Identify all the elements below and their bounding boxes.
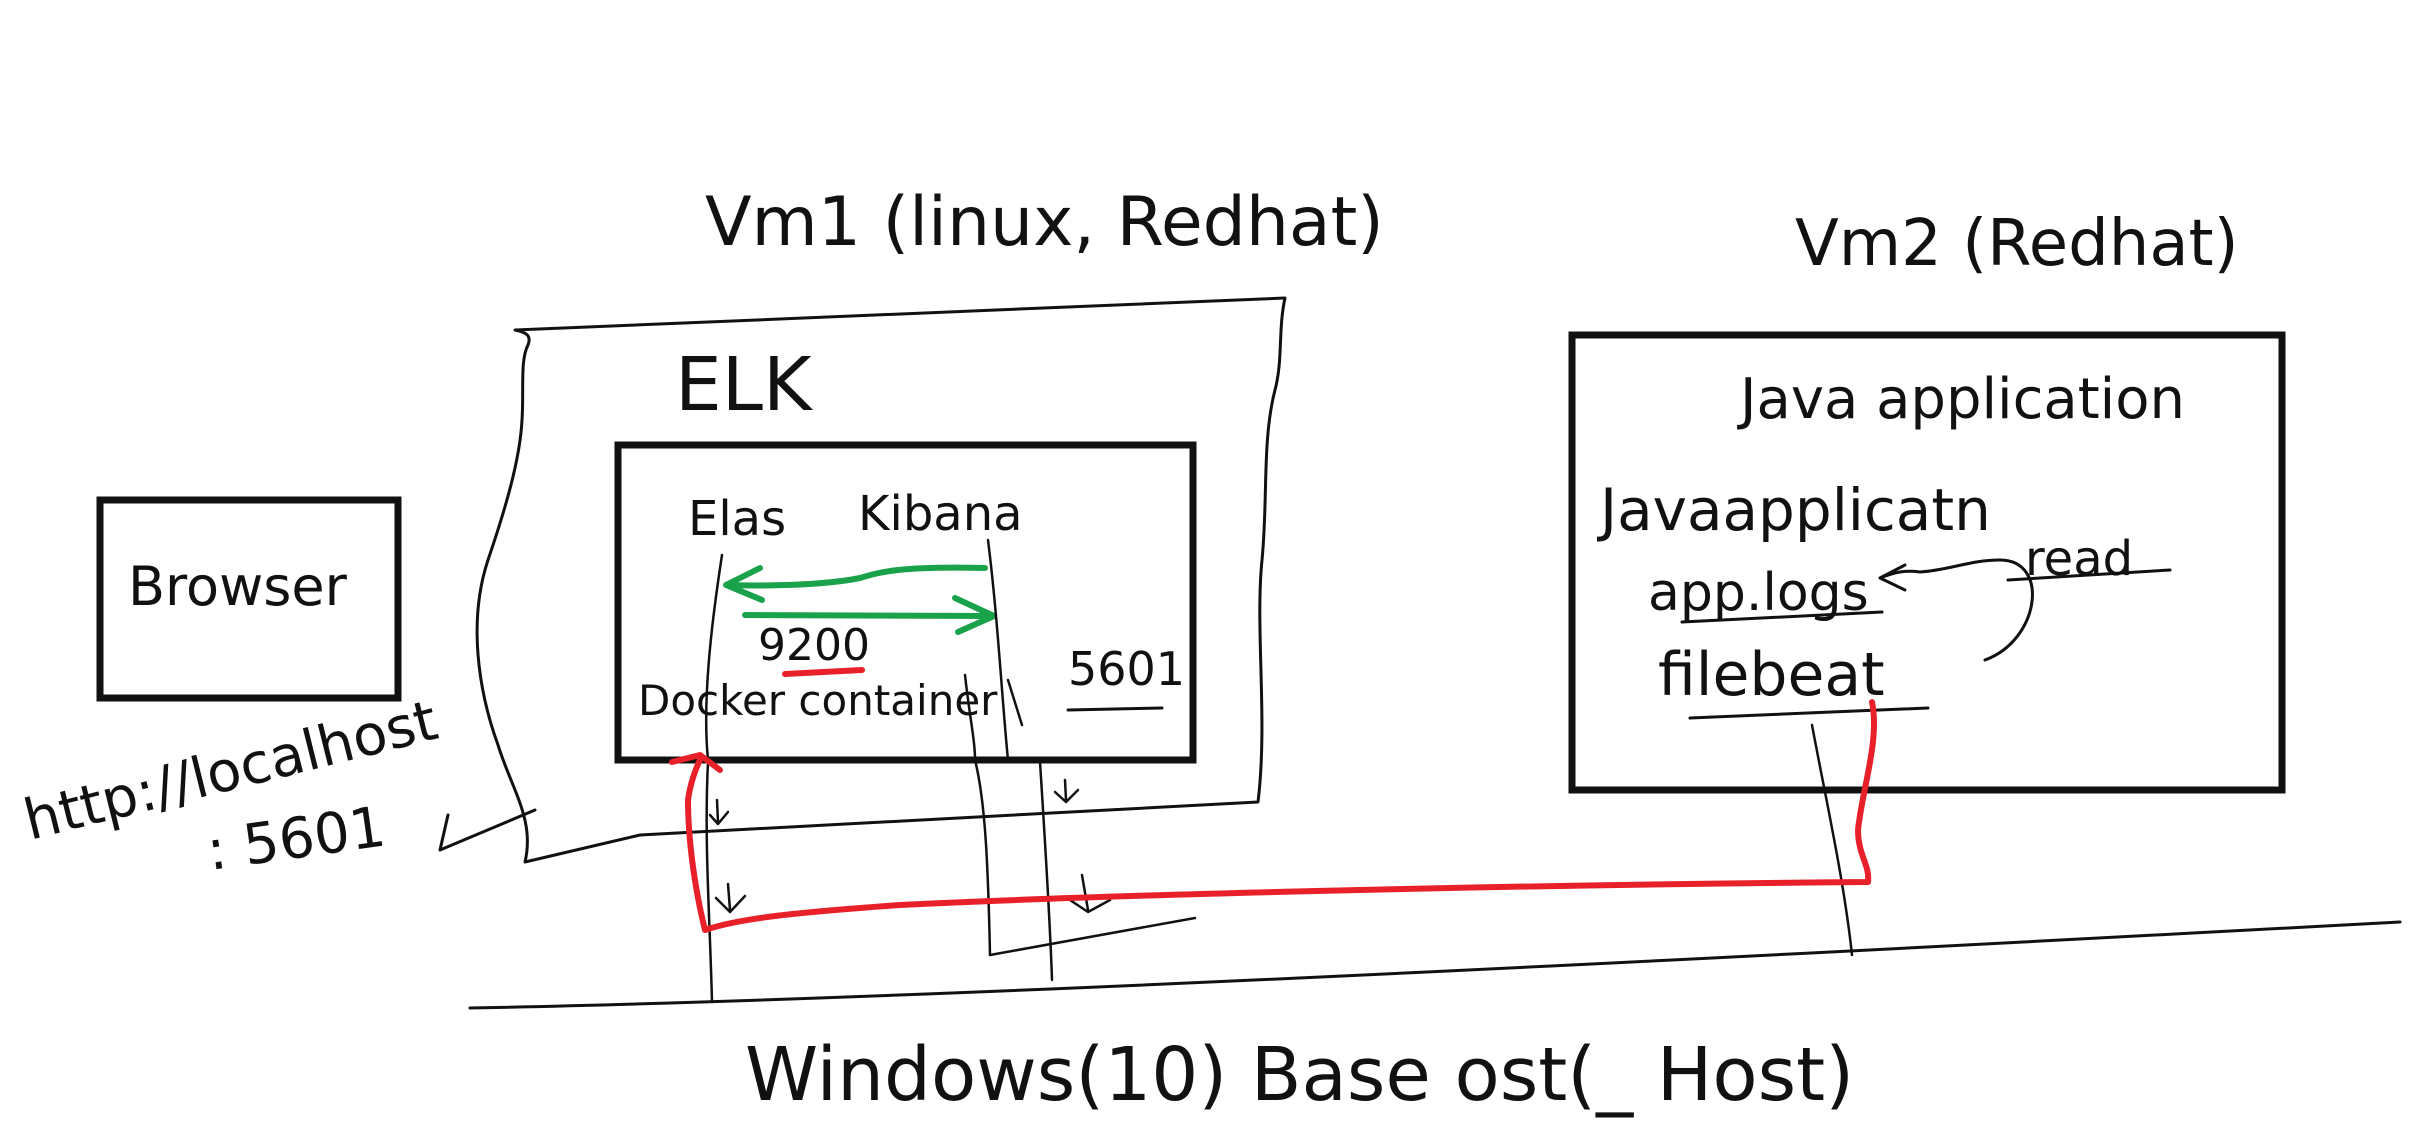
kibana-line [986,538,1010,762]
host-baseline [468,920,2402,1010]
filebeat-drop-line [1810,723,1854,957]
port-9200-label: 9200 [758,620,870,671]
down-arrow-3 [1053,778,1080,804]
container-inner-line-b [1006,678,1024,727]
kibana-to-elastic-arrowhead [723,565,765,603]
filebeat-to-elastic-arrowhead [669,752,723,773]
container-drop-line [973,758,992,957]
read-loop-arrowhead [1878,563,1907,592]
container-inner-line-a [963,673,977,762]
kibana-label: Kibana [858,486,1023,542]
host-label: Windows(10) Base ost(_ Host) [745,1032,1854,1118]
elastic-drop-line [705,760,714,1004]
filebeat-to-elastic-path [685,699,1878,933]
elastic-label: Elas [688,491,786,547]
java-app-inner-label: Javaapplicatn [1597,476,1991,544]
url-pointer [438,808,537,852]
host-connector [988,916,1197,957]
app-logs-underline [1680,610,1884,624]
elastic-line [704,553,724,762]
vm1-boundary [475,296,1287,864]
port-5601-underline [1066,706,1164,712]
down-arrow-2 [714,882,747,914]
filebeat-underline [1688,706,1930,720]
read-loop-arrow [1878,558,2034,662]
port-9200-underline [782,667,865,677]
port-5601-label: 5601 [1068,642,1185,696]
browser-label: Browser [128,555,348,618]
down-arrow-4 [1068,873,1112,914]
kibana-to-elastic-arrow [725,564,988,589]
browser-box [96,496,402,702]
java-app-box [1568,331,2286,794]
docker-container-box [614,441,1197,764]
elk-label: ELK [675,342,814,428]
filebeat-label: filebeat [1658,640,1885,710]
url-line-2: : 5601 [203,795,389,884]
elastic-to-kibana-arrow [742,612,995,619]
read-underline [2006,568,2172,582]
down-arrow-1 [708,798,730,826]
java-app-title: Java application [1737,367,2185,432]
vm1-label: Vm1 (linux, Redhat) [705,183,1384,262]
kibana-drop-line [1038,760,1054,982]
vm2-label: Vm2 (Redhat) [1795,207,2239,281]
elastic-to-kibana-arrowhead [952,595,997,635]
docker-container-label: Docker container [638,676,998,725]
